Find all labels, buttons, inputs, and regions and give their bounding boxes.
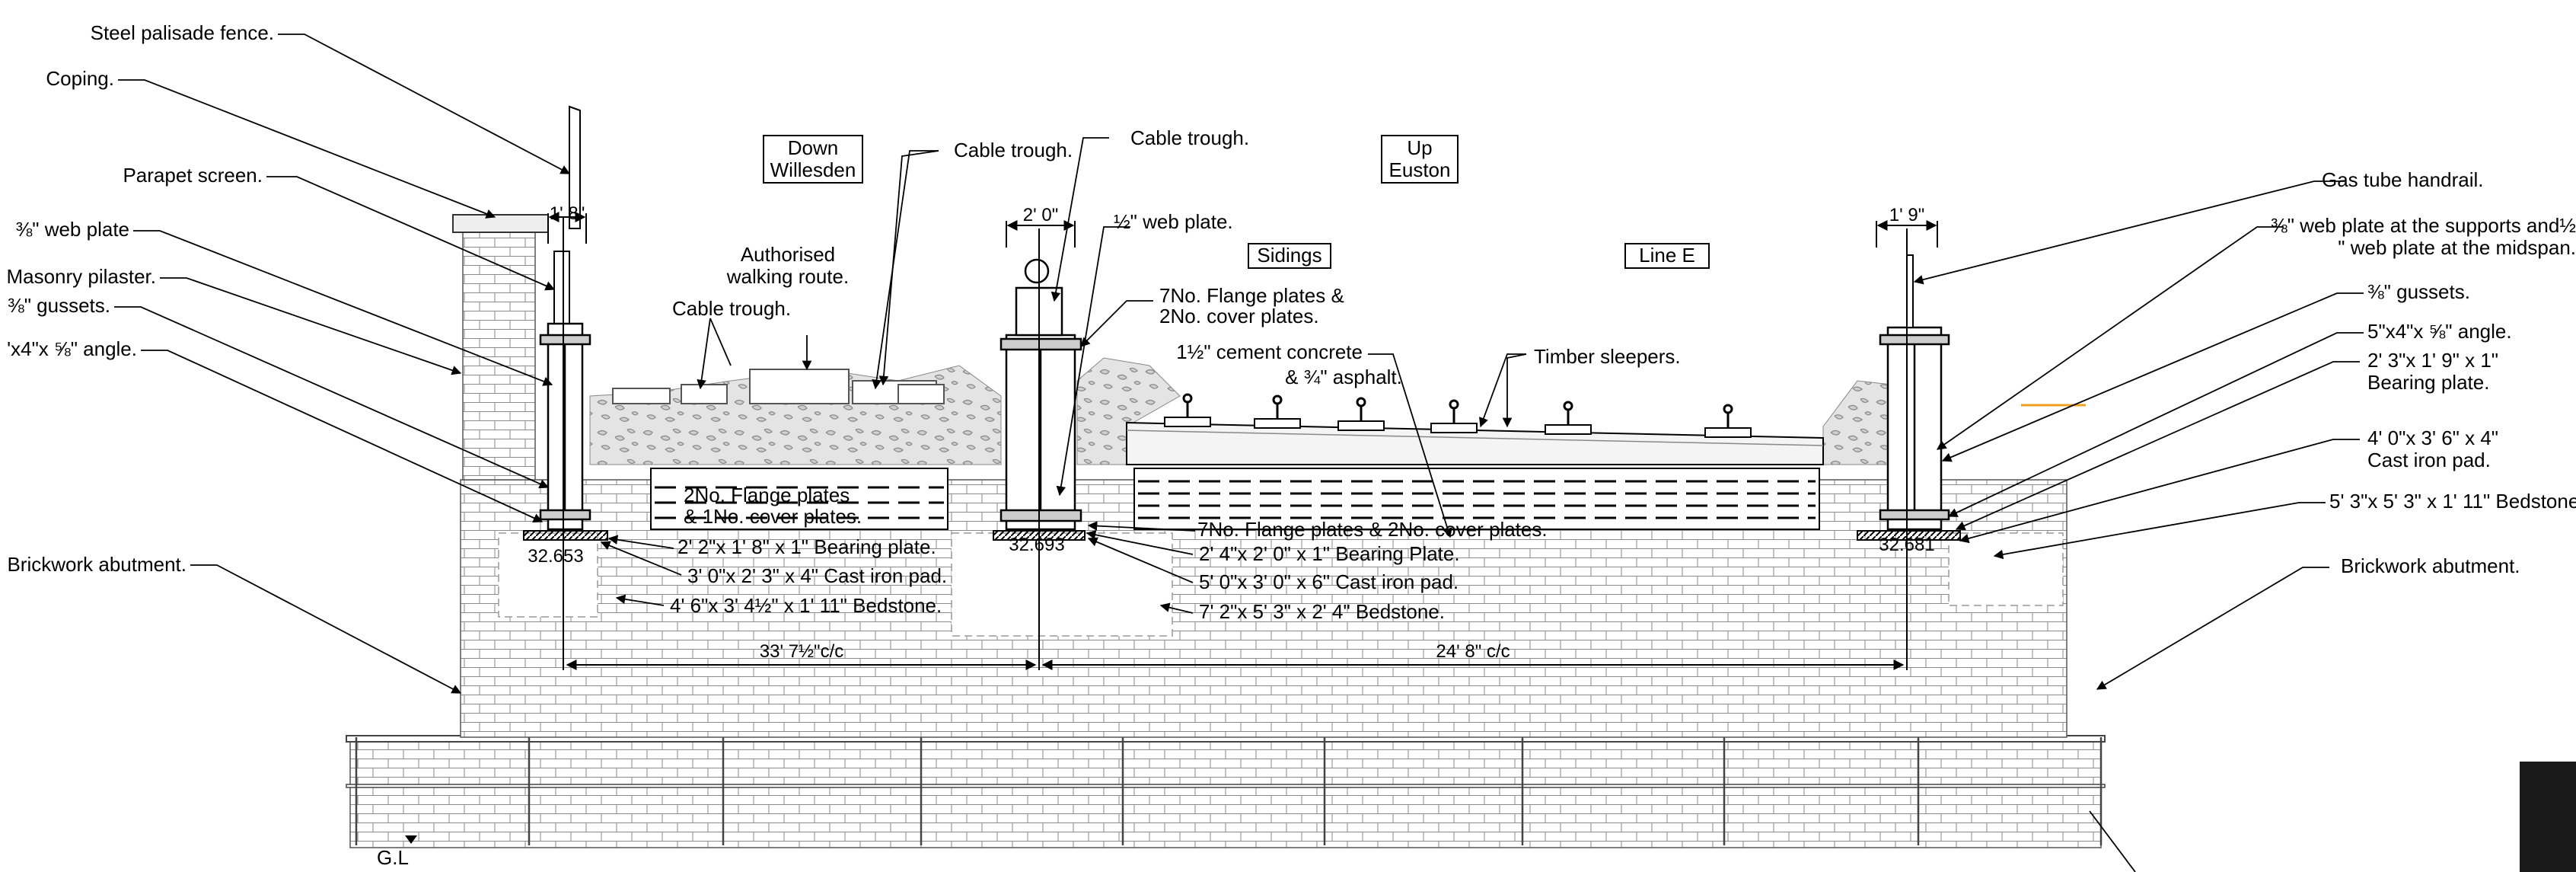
label-half-web-plate: ½" web plate.: [1114, 210, 1233, 233]
label-parapet-screen: Parapet screen.: [123, 164, 263, 187]
level-right: 32.681: [1879, 535, 1934, 555]
cable-troughs: [612, 369, 945, 404]
label-cast-iron-pad-left: 3' 0"x 2' 3" x 4" Cast iron pad.: [687, 564, 947, 587]
label-sidings: Sidings: [1257, 244, 1321, 267]
leader-lines: [114, 34, 2364, 872]
timber-sleepers: [1164, 417, 1752, 438]
label-flange-plates-centre-1: 7No. Flange plates &: [1159, 284, 1344, 307]
label-down: Down: [788, 136, 838, 159]
dark-block: [2520, 762, 2576, 872]
label-bedstone-left: 4' 6"x 3' 4½" x 1' 11" Bedstone.: [670, 594, 942, 617]
label-timber-sleepers: Timber sleepers.: [1534, 345, 1681, 368]
label-walking-route: walking route.: [726, 265, 849, 288]
label-cement-concrete-2: & ¾" asphalt.: [1285, 366, 1402, 388]
label-angle-left: 'x4"x ⅝" angle.: [7, 337, 137, 360]
label-bearing-plate-left: 2' 2"x 1' 8" x 1" Bearing plate.: [677, 535, 936, 558]
label-web-plate-right-1: ⅜" web plate at the supports and½: [2271, 214, 2576, 237]
label-euston: Euston: [1389, 158, 1451, 181]
label-authorised: Authorised: [741, 243, 835, 266]
label-bearing-plate-centre: 2' 4"x 2' 0" x 1" Bearing Plate.: [1199, 542, 1460, 565]
label-seven-flange-plates-lower: 7No. Flange plates & 2No. cover plates.: [1197, 518, 1548, 541]
girder-left: [539, 322, 591, 531]
dim-span-left: 33' 7½"c/c: [760, 641, 844, 662]
label-cast-iron-pad-centre: 5' 0"x 3' 0" x 6" Cast iron pad.: [1199, 570, 1459, 593]
label-cable-trough-3: Cable trough.: [672, 297, 791, 320]
label-web-plate-right-2: " web plate at the midspan.: [2338, 236, 2576, 259]
label-angle-right: 5"x4"x ⅝" angle.: [2367, 320, 2512, 343]
lower-wall: [346, 735, 2106, 848]
dimension-lines: [547, 212, 1938, 670]
label-coping: Coping.: [46, 67, 114, 90]
girder-centre: [999, 258, 1082, 531]
label-willesden: Willesden: [770, 158, 856, 181]
dim-span-right: 24' 8" c/c: [1436, 641, 1510, 662]
label-bedstone-centre: 7' 2"x 5' 3" x 2' 4" Bedstone.: [1199, 600, 1445, 623]
cross-girders: [650, 468, 1820, 530]
label-cable-trough-2: Cable trough.: [1130, 126, 1249, 149]
label-cable-trough-1: Cable trough.: [954, 139, 1073, 161]
label-flange-plates-centre-2: 2No. cover plates.: [1159, 305, 1319, 327]
label-brickwork-abutment-right: Brickwork abutment.: [2341, 554, 2520, 577]
gas-tube-handrail: [1906, 254, 1914, 328]
girder-right: [1879, 326, 1950, 531]
rails: [1182, 393, 1733, 428]
level-left: 32.653: [528, 546, 583, 567]
label-brickwork-abutment-left: Brickwork abutment.: [7, 553, 187, 576]
cross-girder-dashes: [655, 480, 1816, 519]
label-cast-iron-pad-right-2: Cast iron pad.: [2367, 449, 2491, 471]
level-centre: 32.693: [1009, 535, 1064, 555]
label-gussets-left: ⅜" gussets.: [8, 294, 110, 317]
label-gussets-right: ⅜" gussets.: [2367, 280, 2470, 303]
dim-girder-right-width: 1' 9": [1889, 205, 1924, 225]
masonry-pilaster: [452, 214, 549, 481]
label-steel-palisade-fence: Steel palisade fence.: [91, 21, 274, 44]
steel-palisade-fence: [569, 105, 581, 229]
ground-level-marker: [405, 835, 417, 844]
label-web-plate-left: ⅜" web plate: [16, 218, 129, 241]
dim-girder-centre-width: 2' 0": [1023, 205, 1058, 225]
wall-posts: [355, 737, 2103, 845]
label-cast-iron-pad-right-1: 4' 0"x 3' 6" x 4": [2367, 426, 2498, 449]
label-line-e: Line E: [1639, 244, 1695, 267]
label-cement-concrete-1: 1½" cement concrete: [1176, 340, 1363, 363]
label-bearing-plate-right-1: 2' 3"x 1' 9" x 1": [2367, 349, 2498, 372]
label-bedstone-right: 5' 3"x 5' 3" x 1' 11" Bedstone.: [2329, 490, 2576, 513]
label-two-flange-plates-1: 2No. Flange plates: [684, 484, 850, 506]
label-boxes: [763, 135, 1710, 269]
label-ground-level: G.L: [377, 846, 409, 869]
label-bearing-plate-right-2: Bearing plate.: [2367, 371, 2489, 394]
dim-girder-left-width: 1' 8": [550, 203, 585, 224]
label-gas-tube-handrail: Gas tube handrail.: [2322, 168, 2483, 191]
label-two-flange-plates-2: & 1No. cover plates.: [684, 505, 862, 528]
label-up: Up: [1407, 136, 1432, 159]
label-masonry-pilaster: Masonry pilaster.: [6, 265, 156, 288]
